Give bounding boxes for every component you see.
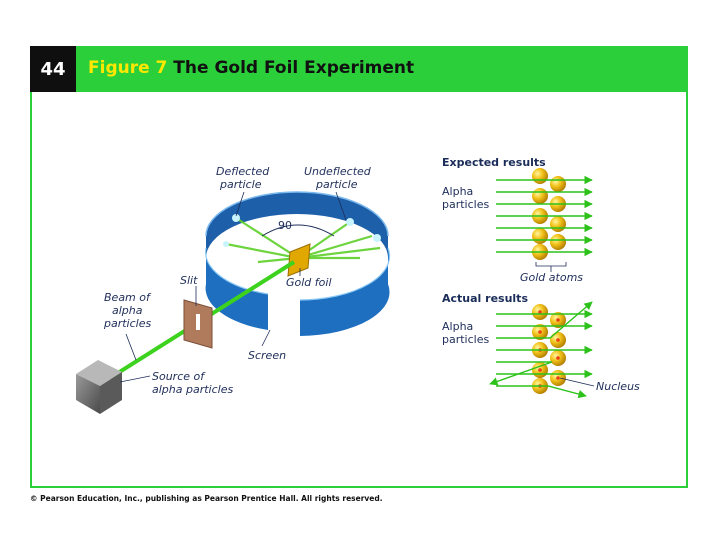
angle-arc	[261, 224, 335, 237]
figure-label: Figure 7	[88, 58, 168, 78]
beam-label-2: alpha	[112, 304, 143, 317]
beam-label-3: particles	[103, 317, 151, 330]
undeflected-label-2: particle	[315, 178, 358, 191]
actual-results-title: Actual results	[442, 292, 528, 305]
expected-results-title: Expected results	[442, 156, 546, 169]
nuclei	[538, 310, 560, 388]
angle-label: 90	[278, 219, 292, 232]
gold-atoms-bracket	[535, 262, 567, 272]
actual-alpha-arrows	[489, 301, 593, 399]
screen-flashes	[223, 214, 381, 247]
nucleus-label: Nucleus	[596, 380, 640, 393]
title-bar	[30, 46, 688, 92]
expected-gold-atoms	[532, 168, 566, 260]
screen-label: Screen	[248, 349, 286, 362]
gold-foil	[287, 243, 311, 277]
slit-label: Slit	[180, 274, 198, 287]
undeflected-label-1: Undeflected	[304, 165, 372, 178]
leader-lines	[119, 191, 347, 383]
actual-alpha-label-1: Alpha	[442, 320, 473, 333]
deflected-label-1: Deflected	[216, 165, 270, 178]
gold-foil-label: Gold foil	[286, 276, 332, 289]
source-label-1: Source of	[152, 370, 206, 383]
alpha-source-cube	[76, 360, 122, 414]
expected-alpha-label-2: particles	[442, 198, 489, 211]
slit-plate	[183, 299, 213, 349]
beam-label-1: Beam of	[104, 291, 152, 304]
actual-alpha-label-2: particles	[442, 333, 489, 346]
slide-number: 44	[30, 46, 76, 92]
screen-ring-back	[205, 191, 389, 258]
slide-title: Figure 7 The Gold Foil Experiment	[88, 58, 414, 78]
figure-title: The Gold Foil Experiment	[173, 58, 415, 78]
actual-gold-atoms	[532, 304, 566, 394]
deflected-label-2: particle	[219, 178, 262, 191]
gold-atoms-label: Gold atoms	[520, 271, 583, 284]
nucleus-leader	[559, 377, 595, 387]
source-label-2: alpha particles	[152, 383, 233, 396]
copyright-footer: © Pearson Education, Inc., publishing as…	[30, 494, 383, 503]
expected-alpha-label-1: Alpha	[442, 185, 473, 198]
expected-alpha-arrows	[496, 175, 593, 257]
